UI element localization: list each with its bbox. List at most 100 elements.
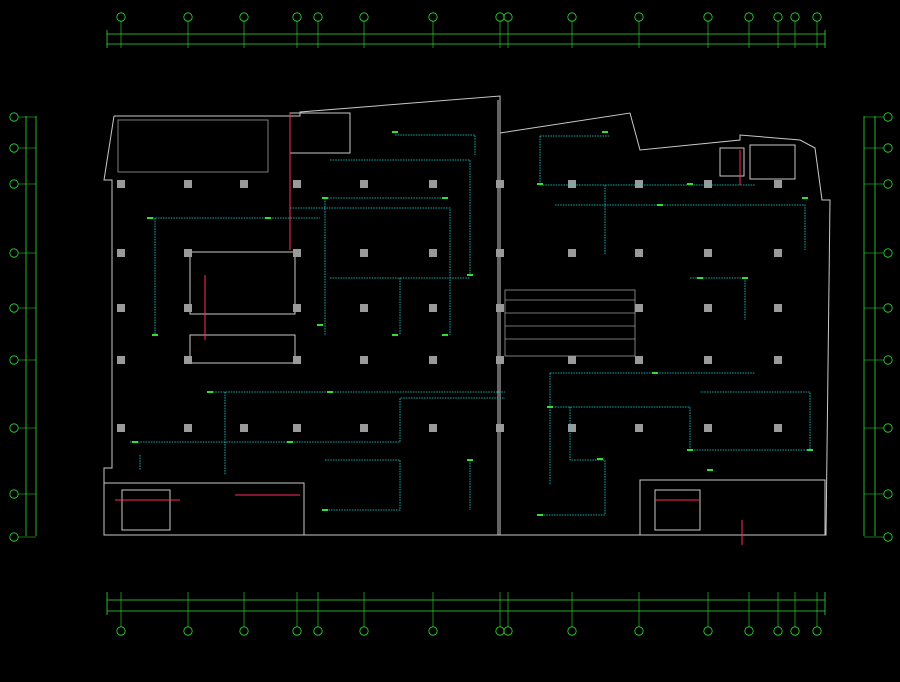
wiring-run	[325, 459, 401, 511]
grid-axis-bubble-icon	[703, 626, 713, 636]
device-marker-icon	[547, 406, 553, 408]
wiring-run	[690, 277, 746, 320]
column-icon	[360, 180, 368, 188]
grid-axis-bubble-icon	[634, 626, 644, 636]
device-marker-icon	[707, 469, 713, 471]
grid-axis-bubble-icon	[883, 248, 893, 258]
device-marker-icon	[442, 334, 448, 336]
wiring-run	[555, 391, 811, 451]
green-device-markers	[132, 131, 813, 516]
stair-hatch-top-left	[117, 119, 269, 173]
column-icon	[568, 180, 576, 188]
grid-axis-bubble-icon	[773, 12, 783, 22]
column-icon	[496, 180, 504, 188]
column-icon	[635, 356, 643, 364]
wiring-run	[130, 397, 505, 443]
column-icon	[293, 356, 301, 364]
grid-axis-bubble-icon	[567, 626, 577, 636]
column-icon	[704, 180, 712, 188]
column-icon	[704, 249, 712, 257]
column-icon	[704, 304, 712, 312]
red-equipment-lines	[115, 113, 743, 545]
column-icon	[293, 424, 301, 432]
bottom-dimension-lines	[106, 592, 826, 615]
column-icon	[774, 424, 782, 432]
grid-axis-bubble-icon	[883, 355, 893, 365]
column-icon	[429, 304, 437, 312]
device-marker-icon	[467, 274, 473, 276]
grid-axis-bubble-icon	[503, 626, 513, 636]
column-icon	[293, 304, 301, 312]
column-icon	[360, 304, 368, 312]
grid-axis-bubble-icon	[239, 12, 249, 22]
grid-axis-bubble-icon	[567, 12, 577, 22]
grid-axis-bubble-icon	[359, 12, 369, 22]
grid-axis-bubble-icon	[812, 626, 822, 636]
column-icon	[360, 249, 368, 257]
column-icon	[240, 424, 248, 432]
column-icon	[568, 356, 576, 364]
device-marker-icon	[697, 277, 703, 279]
grid-axis-bubble-icon	[9, 179, 19, 189]
device-marker-icon	[657, 204, 663, 206]
column-icon	[360, 424, 368, 432]
column-icon	[774, 180, 782, 188]
device-marker-icon	[287, 441, 293, 443]
column-icon	[184, 304, 192, 312]
right-dimension-lines	[863, 116, 876, 536]
device-marker-icon	[537, 514, 543, 516]
escalator-block	[504, 289, 636, 357]
grid-axis-bubble-icon	[503, 12, 513, 22]
grid-axis-bubble-icon	[9, 532, 19, 542]
building-outline	[103, 95, 831, 536]
grid-axis-bubble-icon	[634, 12, 644, 22]
column-icon	[635, 424, 643, 432]
grid-axis-bubble-icon	[790, 626, 800, 636]
elevator-core	[121, 112, 796, 531]
device-marker-icon	[327, 391, 333, 393]
grid-axis-bubble-icon	[790, 12, 800, 22]
grid-axis-bubble-icon	[239, 626, 249, 636]
device-marker-icon	[807, 449, 813, 451]
grid-axis-bubble-icon	[9, 303, 19, 313]
column-icon	[117, 249, 125, 257]
column-icon	[496, 424, 504, 432]
device-marker-icon	[147, 217, 153, 219]
device-marker-icon	[602, 131, 608, 133]
grid-axis-bubble-icon	[9, 489, 19, 499]
column-icon	[293, 249, 301, 257]
device-marker-icon	[802, 197, 808, 199]
grid-axis-bubble-icon	[313, 626, 323, 636]
column-icon	[774, 356, 782, 364]
structural-columns	[117, 180, 782, 432]
device-marker-icon	[207, 391, 213, 393]
grid-axis-bubble-icon	[116, 626, 126, 636]
grid-axis-bubble-icon	[883, 179, 893, 189]
column-icon	[774, 249, 782, 257]
grid-axis-bubble-icon	[773, 626, 783, 636]
column-icon	[635, 180, 643, 188]
left-dimension-lines	[25, 116, 37, 536]
grid-axis-bubble-icon	[9, 423, 19, 433]
column-icon	[635, 304, 643, 312]
grid-axis-bubble-icon	[883, 143, 893, 153]
column-icon	[184, 424, 192, 432]
device-marker-icon	[442, 197, 448, 199]
column-icon	[429, 249, 437, 257]
column-icon	[429, 180, 437, 188]
column-icon	[184, 249, 192, 257]
grid-axis-bubble-icon	[9, 112, 19, 122]
grid-axis-bubble-icon	[812, 12, 822, 22]
grid-axis-bubble-icon	[883, 532, 893, 542]
grid-axis-bubble-icon	[883, 489, 893, 499]
top-dimension-lines	[106, 30, 826, 48]
column-icon	[293, 180, 301, 188]
grid-axis-bubble-icon	[883, 303, 893, 313]
device-marker-icon	[322, 509, 328, 511]
grid-axis-bubble-icon	[313, 12, 323, 22]
column-icon	[117, 356, 125, 364]
grid-axis-bubble-icon	[116, 12, 126, 22]
device-marker-icon	[687, 449, 693, 451]
grid-axis-bubble-icon	[9, 355, 19, 365]
